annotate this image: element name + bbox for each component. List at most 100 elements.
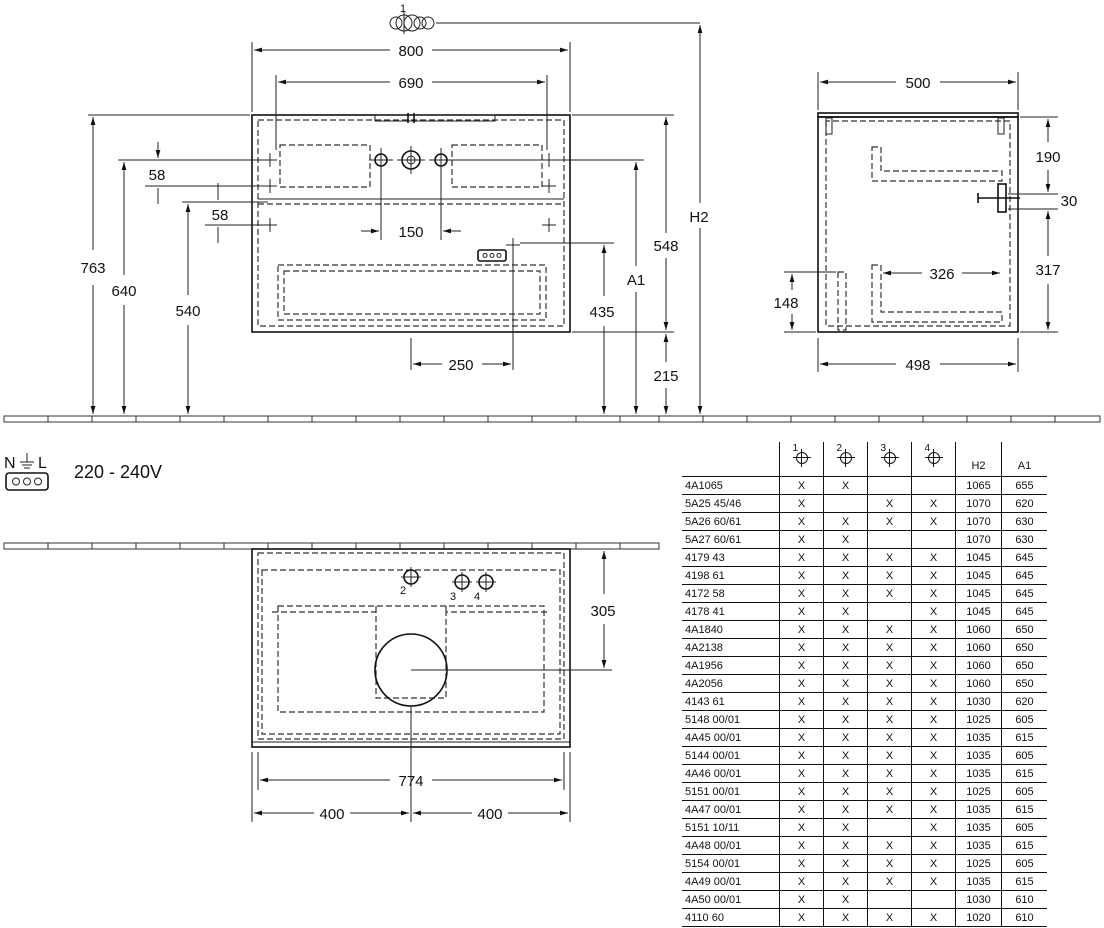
cell-hole-4: X <box>911 764 956 783</box>
hole-4-label: 4 <box>474 591 480 603</box>
cell-a1: 655 <box>1001 476 1047 495</box>
cell-hole-4: X <box>911 602 956 621</box>
cell-hole-2: X <box>823 728 868 747</box>
hole-3-label: 3 <box>450 591 456 603</box>
cell-h2: 1045 <box>955 548 1002 567</box>
front-view: 1 800 690 763 640 540 58 58 <box>80 3 709 414</box>
cell-hole-3: X <box>867 674 912 693</box>
cell-hole-4: X <box>911 566 956 585</box>
header-h2: H2 <box>955 442 1002 477</box>
dim-a1: A1 <box>627 272 645 289</box>
cell-h2: 1035 <box>955 746 1002 765</box>
cell-h2: 1025 <box>955 782 1002 801</box>
neutral-label: N <box>4 455 16 472</box>
cell-hole-1: X <box>779 494 824 513</box>
dim-half-right-400: 400 <box>477 806 502 823</box>
cell-h2: 1060 <box>955 638 1002 657</box>
cell-code: 5A25 45/46 <box>682 494 780 513</box>
cell-hole-4 <box>911 530 956 549</box>
cell-hole-4: X <box>911 494 956 513</box>
dim-height-148: 148 <box>773 295 798 312</box>
cell-a1: 615 <box>1001 872 1047 891</box>
dim-width-690: 690 <box>398 75 423 92</box>
cell-h2: 1070 <box>955 494 1002 513</box>
cell-hole-1: X <box>779 674 824 693</box>
cell-hole-3 <box>867 530 912 549</box>
dim-height-540: 540 <box>175 303 200 320</box>
cell-hole-3: X <box>867 656 912 675</box>
cell-hole-3: X <box>867 782 912 801</box>
cell-code: 4172 58 <box>682 584 780 603</box>
cell-h2: 1020 <box>955 908 1002 927</box>
dim-height-435: 435 <box>589 304 614 321</box>
cell-a1: 605 <box>1001 782 1047 801</box>
voltage-label: 220 - 240V <box>74 462 162 482</box>
cell-a1: 650 <box>1001 620 1047 639</box>
cell-code: 4A1956 <box>682 656 780 675</box>
cell-hole-1: X <box>779 908 824 927</box>
wall-line-bottom <box>3 542 660 550</box>
cell-h2: 1035 <box>955 800 1002 819</box>
cell-hole-4: X <box>911 818 956 837</box>
cell-hole-1: X <box>779 854 824 873</box>
cell-code: 4A50 00/01 <box>682 890 780 909</box>
cell-hole-1: X <box>779 512 824 531</box>
cell-code: 5151 10/11 <box>682 818 780 837</box>
dim-gap-58-a: 58 <box>149 167 166 184</box>
header-a1: A1 <box>1001 442 1047 477</box>
cell-code: 4A2138 <box>682 638 780 657</box>
cell-hole-3 <box>867 476 912 495</box>
cell-a1: 645 <box>1001 548 1047 567</box>
cell-h2: 1045 <box>955 602 1002 621</box>
cell-hole-4: X <box>911 872 956 891</box>
cell-code: 5144 00/01 <box>682 746 780 765</box>
cell-hole-1: X <box>779 800 824 819</box>
cell-code: 4A1065 <box>682 476 780 495</box>
cell-hole-3: X <box>867 764 912 783</box>
cell-hole-4: X <box>911 836 956 855</box>
cell-hole-4: X <box>911 656 956 675</box>
cell-hole-3 <box>867 890 912 909</box>
table-header-row: 1 2 3 4 H2 A1 <box>682 442 1047 477</box>
cell-h2: 1035 <box>955 818 1002 837</box>
floor-line-top <box>3 415 1101 423</box>
cell-code: 4198 61 <box>682 566 780 585</box>
cell-h2: 1060 <box>955 620 1002 639</box>
header-hole-1: 1 <box>779 442 824 477</box>
cell-hole-1: X <box>779 710 824 729</box>
cell-hole-2: X <box>823 890 868 909</box>
tap-hole-icon <box>880 449 899 467</box>
cell-code: 4A49 00/01 <box>682 872 780 891</box>
cell-a1: 650 <box>1001 674 1047 693</box>
cell-hole-4: X <box>911 638 956 657</box>
cell-code: 5148 00/01 <box>682 710 780 729</box>
cell-hole-4: X <box>911 548 956 567</box>
cell-hole-1: X <box>779 836 824 855</box>
cell-hole-4: X <box>911 584 956 603</box>
cell-h2: 1030 <box>955 890 1002 909</box>
cell-a1: 615 <box>1001 728 1047 747</box>
cell-hole-2: X <box>823 530 868 549</box>
cell-hole-4: X <box>911 674 956 693</box>
cell-hole-1: X <box>779 602 824 621</box>
cell-code: 4A2056 <box>682 674 780 693</box>
cell-hole-2 <box>823 494 868 513</box>
side-view: 500 498 190 30 317 148 326 <box>773 72 1077 374</box>
cell-hole-2: X <box>823 872 868 891</box>
cell-hole-3: X <box>867 512 912 531</box>
cell-hole-2: X <box>823 710 868 729</box>
cell-hole-3: X <box>867 908 912 927</box>
